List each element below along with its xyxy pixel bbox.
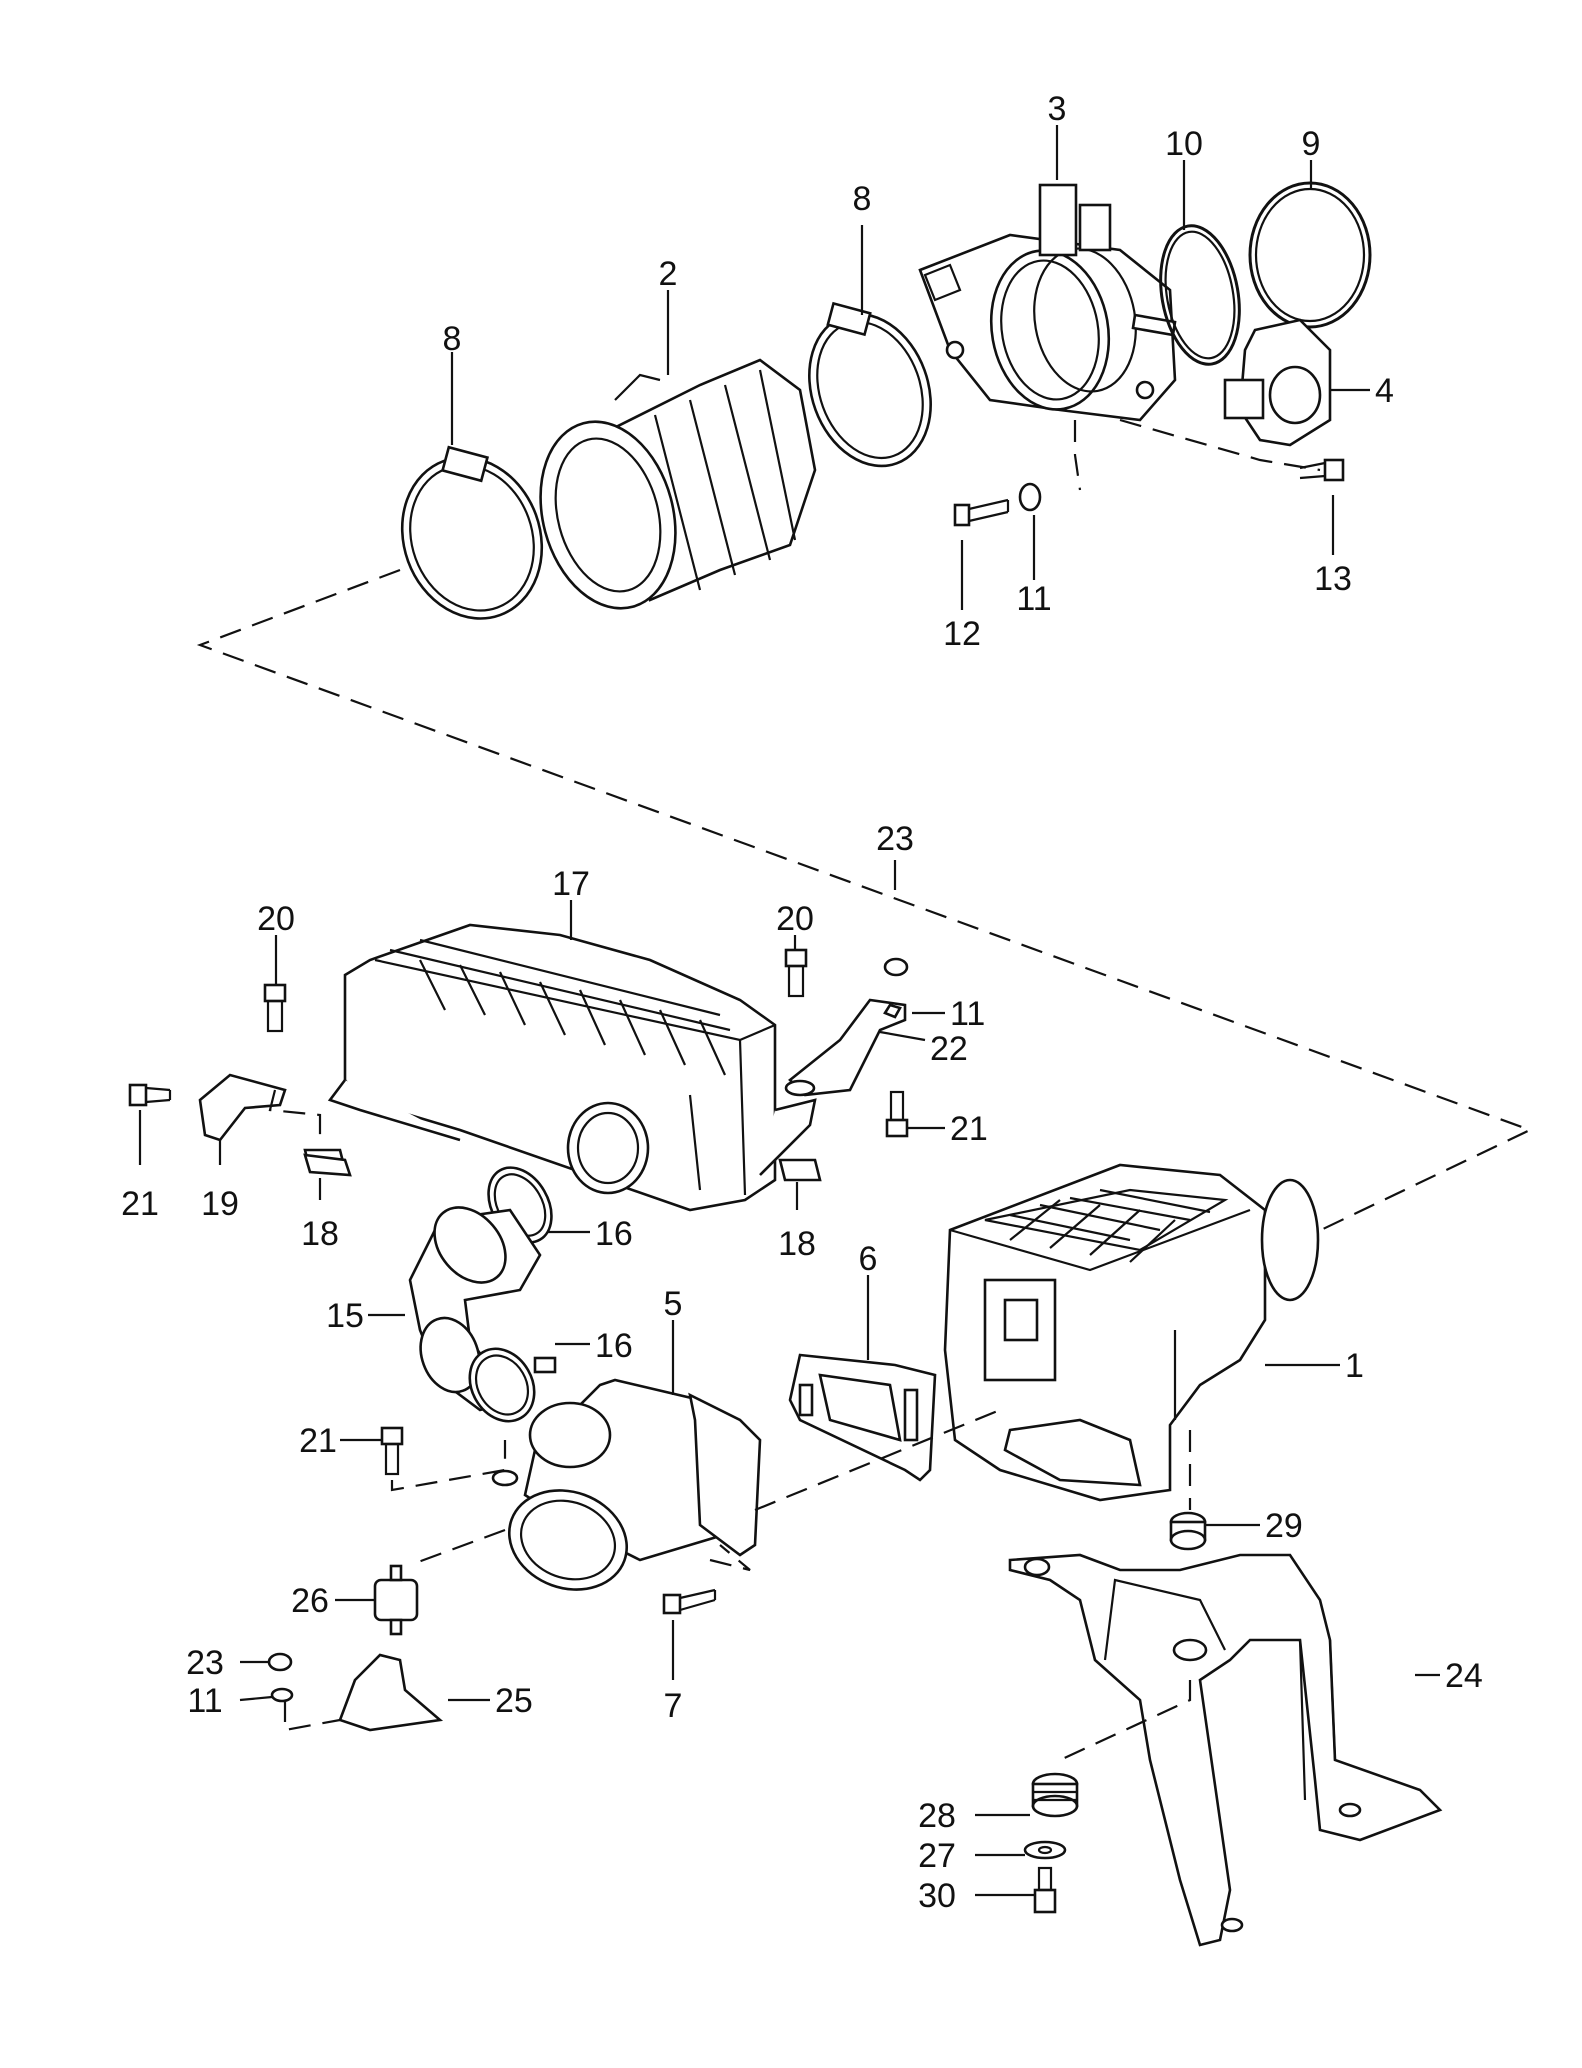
dash-throttle-screw xyxy=(1073,420,1082,491)
callout-labels: 3 10 9 8 2 8 4 13 11 12 23 17 20 20 11 2… xyxy=(121,90,1483,1915)
dash-bracket-25 xyxy=(283,1700,341,1732)
part-16-clamp-lower xyxy=(468,1347,557,1423)
callout-17: 17 xyxy=(552,865,590,903)
callout-3: 3 xyxy=(1048,90,1067,128)
part-11-washer-lower xyxy=(270,1687,294,1703)
callout-28: 28 xyxy=(918,1797,956,1835)
part-19-bracket xyxy=(198,1073,287,1142)
dash-bolt-21-lower xyxy=(390,1440,507,1492)
part-8-clamp-right xyxy=(808,301,932,468)
part-29-grommet xyxy=(1169,1511,1207,1551)
callout-19: 19 xyxy=(201,1185,239,1223)
callout-20-left: 20 xyxy=(257,900,295,938)
callout-5: 5 xyxy=(664,1285,683,1323)
part-13-screw xyxy=(1299,458,1345,482)
callout-18-left: 18 xyxy=(301,1215,339,1253)
dash-elbow-to-meter xyxy=(754,1408,1001,1512)
part-23-nut-mid xyxy=(883,957,909,977)
callout-12: 12 xyxy=(943,615,981,653)
part-18-clip-left xyxy=(303,1153,352,1177)
callout-22: 22 xyxy=(930,1030,968,1068)
callout-26: 26 xyxy=(291,1582,329,1620)
callout-21-right: 21 xyxy=(950,1110,988,1148)
callout-11-lower: 11 xyxy=(187,1682,222,1720)
assembly-line-main xyxy=(196,568,1533,1241)
callout-23-lower: 23 xyxy=(186,1644,224,1682)
callout-29: 29 xyxy=(1265,1507,1303,1545)
part-8-clamp-left xyxy=(400,445,544,620)
callout-13: 13 xyxy=(1314,560,1352,598)
callout-24: 24 xyxy=(1445,1657,1483,1695)
part-6-gasket xyxy=(788,1353,937,1482)
callout-1: 1 xyxy=(1345,1347,1364,1385)
part-11-washer-top xyxy=(1018,482,1042,512)
part-28-rubber-mount xyxy=(1031,1772,1079,1818)
callout-21-lower: 21 xyxy=(299,1422,337,1460)
callout-11-mid: 11 xyxy=(950,995,985,1033)
callout-18-right: 18 xyxy=(778,1225,816,1263)
part-21-bolt-right xyxy=(885,1090,909,1138)
callout-16-lower: 16 xyxy=(595,1327,633,1365)
part-18-clip-right xyxy=(778,1158,822,1182)
callout-9: 9 xyxy=(1302,125,1321,163)
callout-27: 27 xyxy=(918,1837,956,1875)
part-21-bolt-lower xyxy=(380,1426,404,1476)
part-1-air-flow-meter xyxy=(943,1163,1320,1502)
part-21-bolt-left xyxy=(128,1083,172,1107)
part-7-screw xyxy=(662,1588,717,1615)
callout-10: 10 xyxy=(1165,125,1203,163)
callout-7: 7 xyxy=(664,1687,683,1725)
callout-8-left: 8 xyxy=(443,320,462,358)
callout-6: 6 xyxy=(859,1240,878,1278)
callout-25: 25 xyxy=(495,1682,533,1720)
part-17-air-filter-housing xyxy=(327,923,817,1212)
callout-4: 4 xyxy=(1375,372,1394,410)
part-15-hose xyxy=(408,1206,542,1412)
dash-sensor-screw xyxy=(1119,418,1321,472)
part-10-o-ring-small xyxy=(1159,224,1241,366)
callout-15: 15 xyxy=(326,1297,364,1335)
part-4-throttle-sensor xyxy=(1223,318,1332,447)
part-30-bolt xyxy=(1033,1866,1057,1914)
dash-elbow-mount xyxy=(409,1528,506,1567)
part-23-nut-lower xyxy=(267,1652,293,1672)
dash-mount-28 xyxy=(1059,1680,1192,1761)
callout-16-upper: 16 xyxy=(595,1215,633,1253)
part-9-o-ring-large xyxy=(1248,181,1372,329)
part-27-washer xyxy=(1023,1840,1067,1860)
part-11-washer-mid xyxy=(883,1003,902,1019)
part-22-bracket xyxy=(788,998,907,1097)
part-2-intake-duct xyxy=(539,358,817,610)
leader-lines xyxy=(138,125,1440,1897)
part-25-bracket xyxy=(338,1653,444,1732)
part-5-intake-elbow xyxy=(491,1378,762,1591)
part-20-bolt-left xyxy=(263,983,287,1033)
callout-20-right: 20 xyxy=(776,900,814,938)
part-3-throttle-body xyxy=(918,183,1177,422)
callout-23-mid: 23 xyxy=(876,820,914,858)
callout-8-right: 8 xyxy=(853,180,872,218)
part-26-rubber-mount xyxy=(373,1564,419,1636)
part-12-screw xyxy=(953,498,1010,527)
part-24-bracket xyxy=(1008,1553,1443,1947)
dash-elbow-screw xyxy=(709,1544,751,1572)
part-20-bolt-right xyxy=(784,948,808,998)
callout-11-top: 11 xyxy=(1016,580,1051,618)
callout-2: 2 xyxy=(659,255,678,293)
dash-bracket-19 xyxy=(268,1089,322,1135)
callout-30: 30 xyxy=(918,1877,956,1915)
callout-21-left: 21 xyxy=(121,1185,159,1223)
